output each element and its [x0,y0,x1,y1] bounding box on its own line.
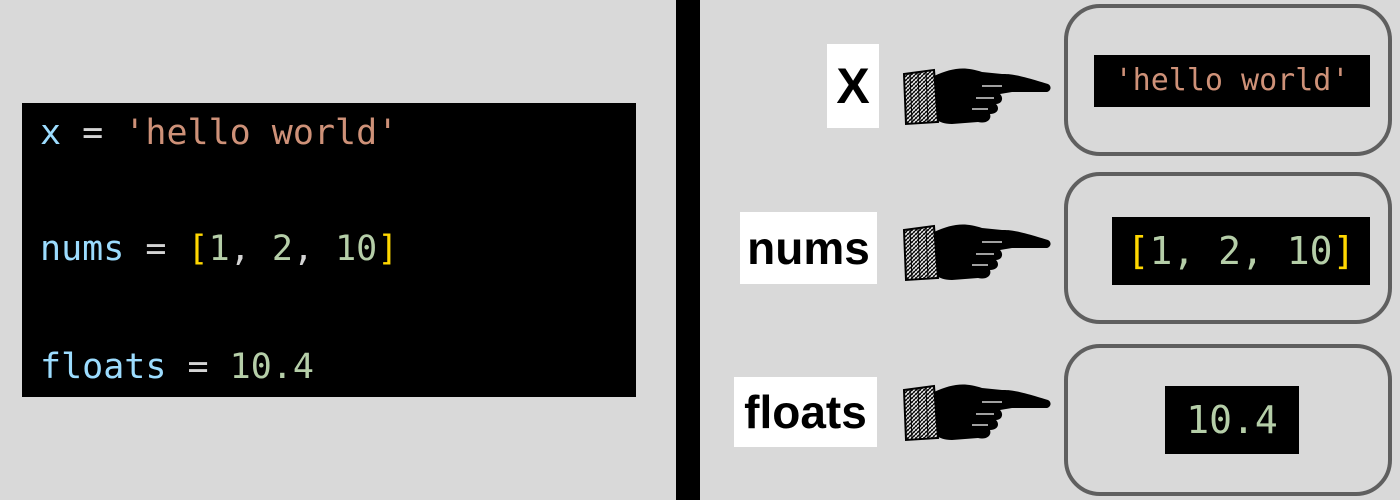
code-list-item: 1 [208,229,230,269]
label-x: X [827,44,879,128]
pointing-hand-icon [903,223,1052,281]
value-list: [1, 2, 10] [1112,217,1370,285]
code-line-floats: floats = 10.4 [40,350,314,385]
code-var-nums: nums [40,229,125,269]
value-string: 'hello world' [1094,55,1370,107]
list-bracket-open: [ [1126,229,1150,273]
code-panel: x = 'hello world' nums = [1, 2, 10] floa… [22,103,636,397]
code-list-item: 2 [271,229,293,269]
code-line-x: x = 'hello world' [40,116,398,151]
value-number: 10.4 [1165,386,1299,454]
code-list-item: 10 [335,229,378,269]
list-bracket-close: ] [1332,229,1356,273]
value-box-x: 'hello world' [1064,4,1392,156]
code-assign: = [61,113,125,153]
pointing-hand-icon [903,67,1052,125]
list-items: 1, 2, 10 [1149,229,1333,273]
code-value-string: 'hello world' [124,113,399,153]
code-list-sep: , [292,229,336,269]
code-var-x: x [40,113,62,153]
value-box-nums: [1, 2, 10] [1064,172,1392,324]
code-bracket-close: ] [377,229,399,269]
label-floats: floats [734,377,877,447]
code-value-number: 10.4 [229,347,314,387]
label-nums: nums [740,212,877,284]
code-list-sep: , [229,229,272,269]
code-line-nums: nums = [1, 2, 10] [40,232,398,267]
code-var-floats: floats [40,347,167,387]
code-assign: = [124,229,188,269]
value-box-floats: 10.4 [1064,344,1392,496]
code-assign: = [166,347,230,387]
pointing-hand-icon [903,383,1052,441]
code-bracket-open: [ [187,229,209,269]
divider [676,0,700,500]
